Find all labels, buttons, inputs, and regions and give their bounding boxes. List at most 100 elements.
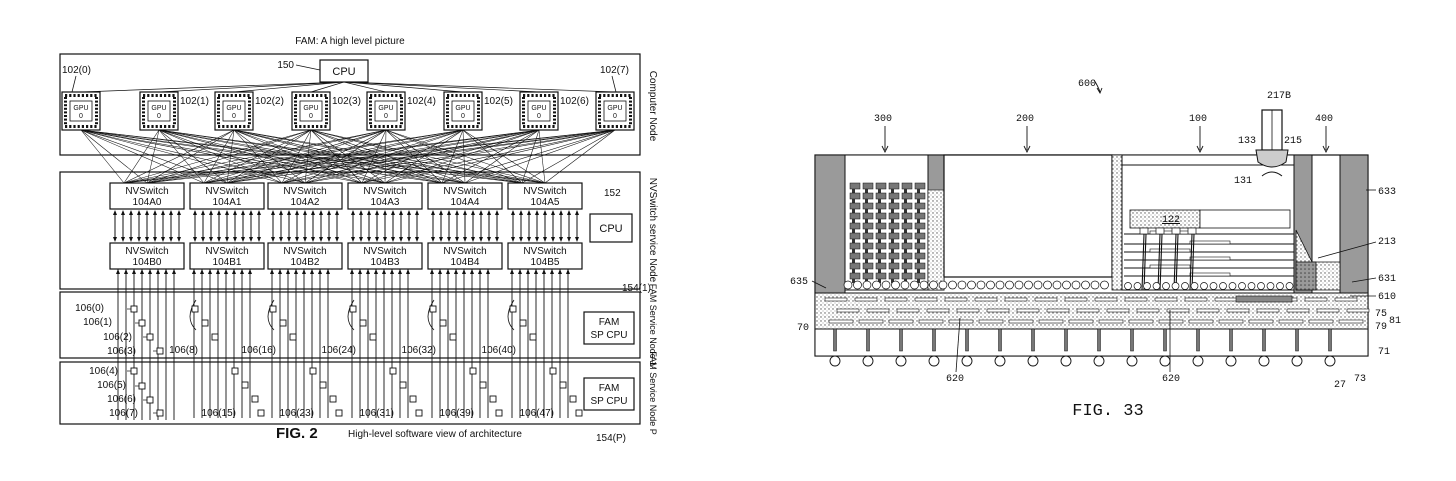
mem-ref: 106(23) (280, 408, 314, 419)
switch-word: NVSwitch (125, 186, 168, 197)
switch-word: NVSwitch (523, 246, 566, 257)
mem-ref: 106(4) (89, 366, 118, 377)
core-substrate (814, 328, 1369, 357)
service-cpu-ref: 152 (604, 188, 621, 199)
mem-ref: 106(39) (440, 408, 474, 419)
right-wall (1339, 154, 1369, 294)
mem-ref: 106(6) (107, 394, 136, 405)
switch-service-box (59, 171, 641, 290)
gpu-ref: 102(2) (255, 96, 284, 107)
mem-ref: 106(5) (97, 380, 126, 391)
memory-blocks: 106(0) 106(1) 106(2) 106(3) 106(4) 106(5) 106(… (75, 303, 583, 419)
mem-ref: 106(3) (107, 346, 136, 357)
switch-ref: 104A2 (291, 197, 320, 208)
gpu-index: 0 (79, 113, 83, 120)
ref-600: 600 (1078, 79, 1096, 90)
ref-215: 215 (1284, 136, 1302, 147)
gpu-switch-mesh (80, 129, 616, 184)
mem-ref: 106(2) (103, 332, 132, 343)
fam-node1-box (59, 291, 641, 359)
gpu-ref: 102(3) (332, 96, 361, 107)
ref-131: 131 (1234, 176, 1252, 187)
mem-ref: 106(7) (109, 408, 138, 419)
mem-ref: 106(31) (360, 408, 394, 419)
fig33-label: FIG. 33 (1072, 402, 1143, 421)
fam-node1-cpu-line2: SP CPU (590, 330, 627, 341)
top-cpu-ref: 150 (277, 60, 294, 71)
gpu-label: GPU (378, 105, 393, 112)
switch-ref: 104A1 (213, 197, 242, 208)
ref-79: 79 (1375, 322, 1387, 333)
through-pins (829, 328, 1336, 367)
fam-dots: · · · (648, 355, 658, 369)
fam-node1-cpu-line1: FAM (599, 317, 620, 328)
gpu-ref: 102(0) (62, 65, 91, 76)
fam-ref-1: 154(1) (622, 283, 651, 294)
die-300-cells (849, 182, 926, 283)
ref-70: 70 (797, 323, 809, 334)
top-cpu-label: CPU (332, 66, 355, 78)
computer-node-box (59, 53, 641, 156)
switch-word: NVSwitch (443, 246, 486, 257)
mem-ref: 106(1) (83, 317, 112, 328)
switch-ref: 104A5 (531, 197, 560, 208)
gpu-label: GPU (226, 105, 241, 112)
solder-bump-row (843, 280, 1294, 290)
die-100-layers (1124, 227, 1294, 291)
switch-to-memory-lines (116, 269, 570, 420)
substrate-traces (824, 295, 1370, 324)
gpu-index: 0 (157, 113, 161, 120)
gpu-label: GPU (303, 105, 318, 112)
gpu-label: GPU (455, 105, 470, 112)
fam-node1-cpu-box (583, 311, 635, 345)
switch-ref: 104B4 (451, 257, 480, 268)
fig2-top-title: FAM: A high level picture (295, 36, 405, 47)
gpu-label: GPU (73, 105, 88, 112)
ref-27: 27 (1334, 380, 1346, 391)
fam-nodeP-box (59, 361, 641, 425)
mem-ref: 106(16) (242, 345, 276, 356)
switch-ref: 104B3 (371, 257, 400, 268)
ref-73: 73 (1354, 374, 1366, 385)
switch-word: NVSwitch (283, 186, 326, 197)
switch-word: NVSwitch (363, 186, 406, 197)
ref-75: 75 (1375, 309, 1387, 320)
gpu-label: GPU (151, 105, 166, 112)
ref-100: 100 (1189, 114, 1207, 125)
switch-word: NVSwitch (125, 246, 168, 257)
mem-ref: 106(32) (402, 345, 436, 356)
fig2-diagram: FAM: A high level picture Computer Node … (59, 36, 658, 444)
cpu-to-gpu-lines (80, 81, 616, 93)
fam-nodeP-label: FAM Service Node P (648, 351, 658, 435)
mem-ref: 106(0) (75, 303, 104, 314)
switch-word: NVSwitch (283, 246, 326, 257)
ref-620-a: 620 (946, 374, 964, 385)
switch-ref: 104A0 (133, 197, 162, 208)
switch-ref: 104A4 (451, 197, 480, 208)
ref-620-b: 620 (1162, 374, 1180, 385)
gpu-index: 0 (309, 113, 313, 120)
ref-81: 81 (1389, 316, 1401, 327)
gpu-index: 0 (461, 113, 465, 120)
switch-ref: 104B1 (213, 257, 242, 268)
ref-71: 71 (1378, 347, 1390, 358)
ref-635: 635 (790, 277, 808, 288)
gpu-index: 0 (232, 113, 236, 120)
gpu-index: 0 (384, 113, 388, 120)
